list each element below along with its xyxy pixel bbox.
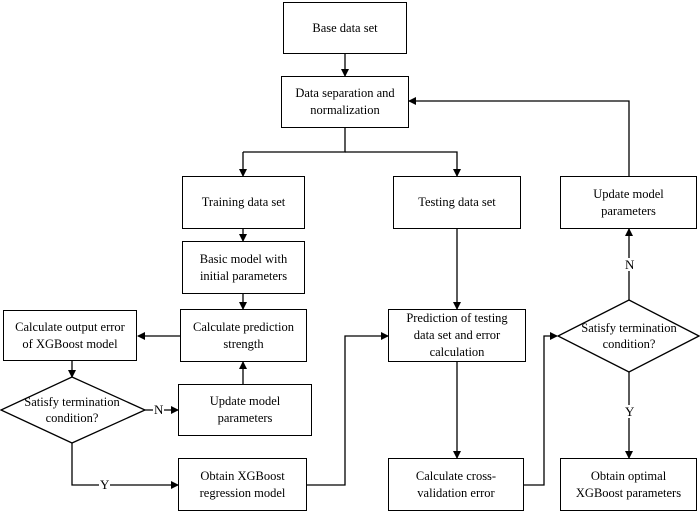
edge-update-right-to-separation <box>408 97 630 176</box>
node-basic-model: Basic model with initial parameters <box>182 241 305 294</box>
node-cross-validation-error: Calculate cross-validation error <box>388 458 524 511</box>
node-obtain-xgboost-regression-label: Obtain XGBoost regression model <box>199 468 286 500</box>
node-cross-validation-error-label: Calculate cross-validation error <box>415 468 497 500</box>
node-basic-model-label: Basic model with initial parameters <box>199 251 288 283</box>
node-obtain-optimal-parameters-label: Obtain optimal XGBoost parameters <box>575 468 682 500</box>
node-base-data-set-label: Base data set <box>312 20 378 35</box>
decision-left-label: Satisfy termination condition? <box>24 394 120 425</box>
node-update-model-parameters-left: Update model parameters <box>178 384 312 436</box>
node-testing-data-set-label: Testing data set <box>418 195 496 210</box>
node-data-separation-label: Data separation and normalization <box>295 86 395 117</box>
node-obtain-optimal-parameters: Obtain optimal XGBoost parameters <box>560 458 697 511</box>
node-update-model-parameters-right: Update model parameters <box>560 176 697 229</box>
decision-diamond-left <box>0 376 147 444</box>
edge-regression-to-predict <box>307 332 389 486</box>
node-calculate-output-error: Calculate output error of XGBoost model <box>3 310 137 361</box>
node-testing-data-set: Testing data set <box>393 176 521 229</box>
node-calculate-output-error-label: Calculate output error of XGBoost model <box>15 319 125 351</box>
edge-label-right-yes: Y <box>624 404 636 419</box>
edge-to-testing <box>345 151 461 177</box>
edge-label-left-yes: Y <box>99 477 111 492</box>
node-calculate-prediction-strength-label: Calculate prediction strength <box>192 319 294 351</box>
edge-satisfy-left-yes <box>71 443 179 489</box>
node-prediction-of-testing-label: Prediction of testing data set and error… <box>406 311 508 359</box>
node-base-data-set: Base data set <box>283 2 407 54</box>
node-prediction-of-testing: Prediction of testing data set and error… <box>388 309 526 362</box>
node-training-data-set-label: Training data set <box>201 195 286 210</box>
node-data-separation: Data separation and normalization <box>281 76 409 128</box>
decision-diamond-right <box>556 299 700 373</box>
node-training-data-set: Training data set <box>182 176 305 229</box>
edge-cv-to-satisfy <box>524 332 558 486</box>
edge-separation-split <box>243 127 346 153</box>
decision-right-label: Satisfy termination condition? <box>581 320 677 351</box>
node-update-model-parameters-left-label: Update model parameters <box>209 394 281 425</box>
edge-label-right-no: N <box>624 257 636 272</box>
node-obtain-xgboost-regression: Obtain XGBoost regression model <box>178 458 307 511</box>
edge-label-left-no: N <box>153 402 165 417</box>
node-calculate-prediction-strength: Calculate prediction strength <box>180 309 307 362</box>
node-update-model-parameters-right-label: Update model parameters <box>593 186 664 218</box>
